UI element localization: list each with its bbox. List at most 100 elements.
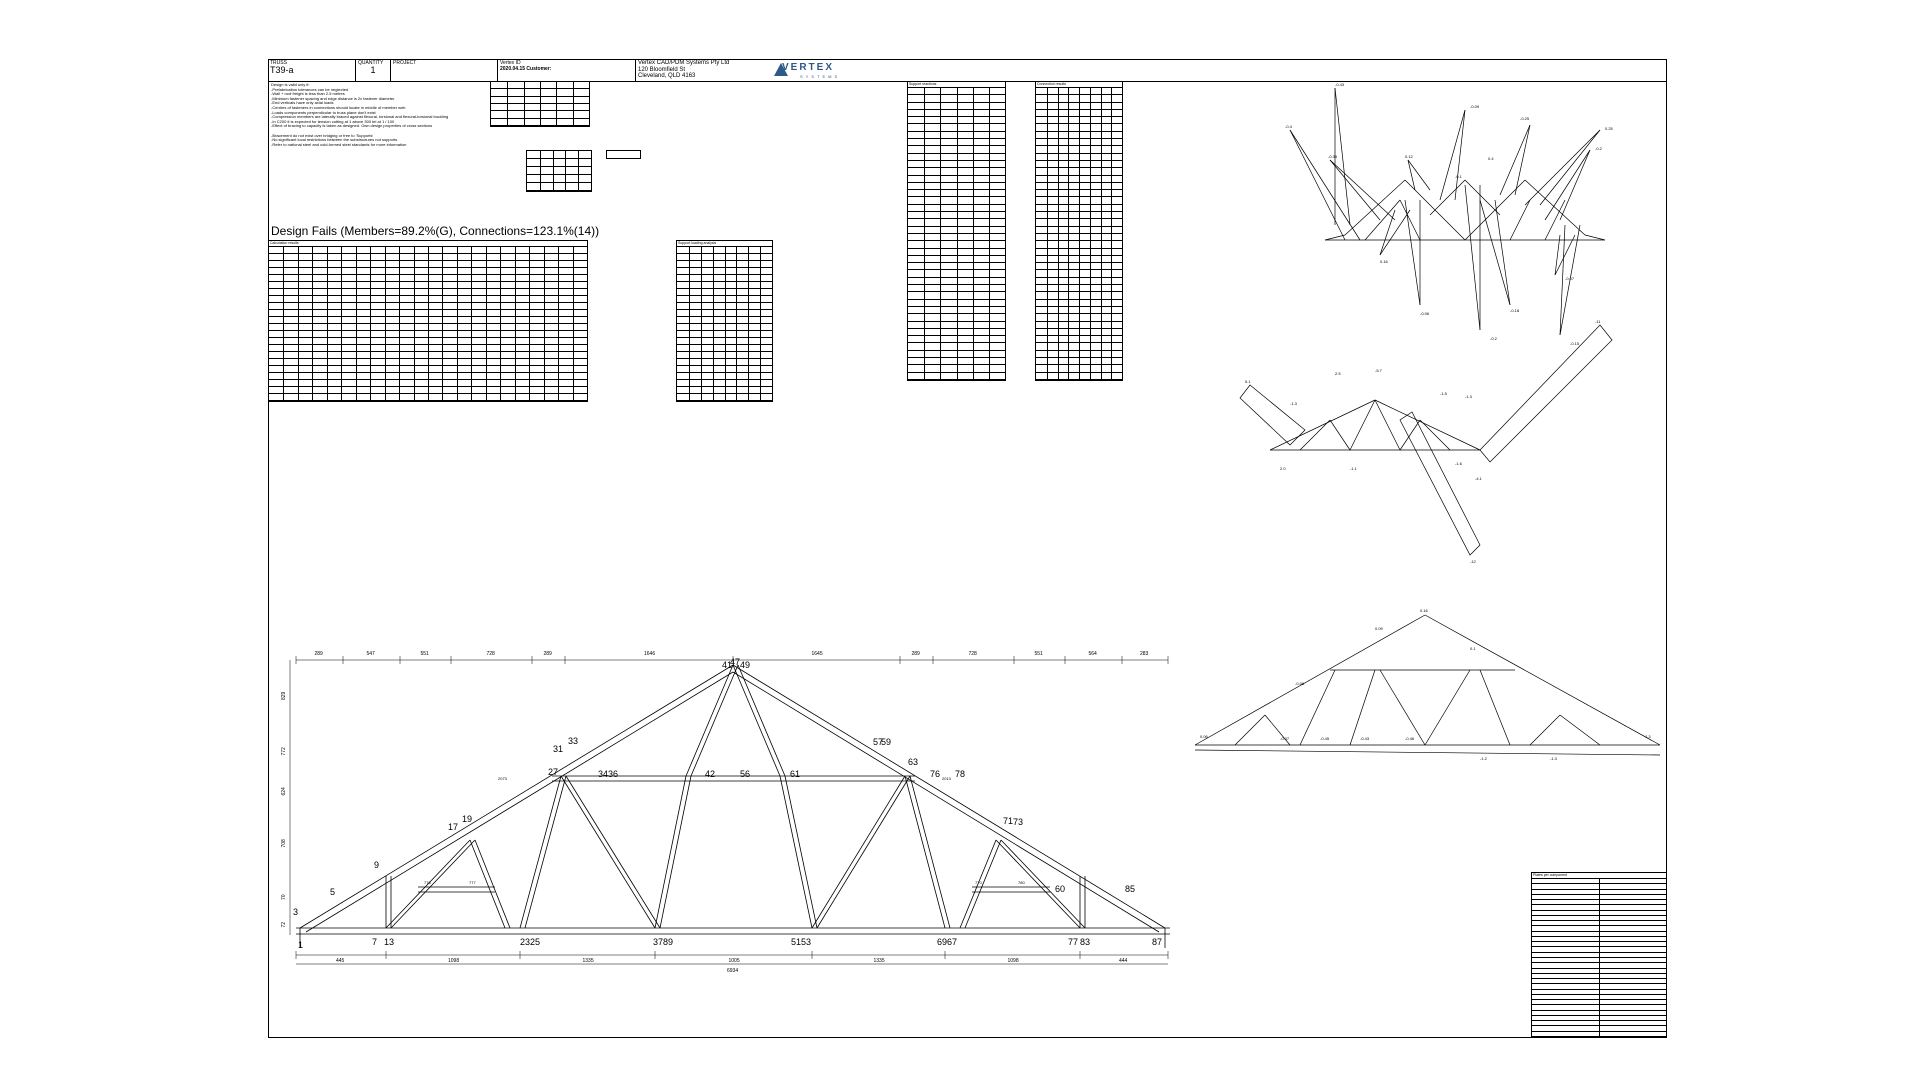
plates-table-title: Plates per component: [1532, 873, 1666, 879]
moment-label: -1.5: [1440, 391, 1448, 396]
company-street: 120 Bloomfield St: [638, 66, 686, 73]
support-reactions-table: Support loading analysis: [676, 240, 773, 402]
table-column-rule: [700, 247, 702, 401]
member-label: 2073: [498, 776, 508, 781]
web-member-inner: [390, 839, 476, 929]
joint-label: 78: [955, 769, 965, 779]
deflection-label: 0.1: [1470, 646, 1476, 651]
top-dimension-text: 728: [969, 651, 978, 657]
top-dimension-text: 1646: [644, 651, 655, 657]
top-chord-left: [299, 664, 734, 929]
deflection-label: -1.2: [1480, 756, 1488, 761]
table-column-rule: [500, 247, 502, 401]
deflection-label: -0.46: [1405, 736, 1415, 741]
table-column-rule: [1079, 88, 1080, 380]
company-cell: Vertex CAD/PDM Systems Pty Ltd 120 Bloom…: [636, 59, 751, 81]
force-spike: [1554, 234, 1561, 276]
connection-table-title: Connection results: [1036, 82, 1122, 88]
force-web: [1509, 199, 1531, 241]
table-column-rule: [540, 82, 541, 126]
company-city: Cleveland, QLD 4163: [638, 73, 696, 79]
left-dimension-text: 72: [281, 922, 287, 928]
moment-label: 2.5: [1335, 371, 1341, 376]
joint-label: 19: [462, 814, 472, 824]
web-member-inner: [784, 775, 818, 929]
deflection-label: -1.3: [1550, 756, 1558, 761]
deflect-web: [1424, 669, 1471, 746]
table-column-rule: [578, 151, 580, 191]
moment-top-right: [1374, 399, 1481, 451]
force-spike: [1464, 184, 1481, 331]
joint-label: 41: [722, 660, 732, 670]
force-spike-return: [1454, 109, 1466, 201]
moment-web: [1419, 419, 1451, 451]
table-column-rule: [565, 151, 567, 191]
force-label: -0.25: [1520, 116, 1530, 121]
truss-cell: TRUSS T39-a: [268, 59, 356, 81]
table-column-rule: [399, 247, 401, 401]
force-chord: [1344, 179, 1406, 236]
table-column-rule: [529, 247, 531, 401]
deflect-web: [1529, 714, 1561, 746]
force-label: -0.2: [1595, 146, 1603, 151]
joint-label: 33: [568, 736, 578, 746]
deflect-web: [1349, 669, 1376, 746]
moment-top-left: [1269, 399, 1376, 451]
deflection-label: 1.3: [1645, 734, 1651, 739]
deflection-label: 0.09: [1375, 626, 1384, 631]
table-column-rule: [572, 247, 574, 401]
web-member-inner: [524, 775, 567, 929]
joint-label: 87: [1152, 937, 1162, 947]
force-spike-return: [1407, 159, 1431, 191]
left-dimension-text: 70: [281, 894, 287, 900]
force-spike: [1289, 129, 1346, 241]
web-member: [560, 775, 656, 929]
left-dimension-text: 772: [281, 747, 287, 756]
joint-label: 60: [1055, 884, 1065, 894]
web-member: [654, 775, 687, 929]
top-dimension-text: 551: [1035, 651, 1044, 657]
table-column-rule: [688, 247, 690, 401]
member-results-title: Calculation results: [269, 241, 587, 247]
deflection-label: 0.16: [1420, 608, 1429, 613]
web-member: [469, 839, 506, 929]
bottom-dimension-text: 1098: [448, 958, 459, 964]
table-column-rule: [384, 247, 386, 401]
table-column-rule: [556, 82, 558, 126]
table-column-rule: [370, 247, 372, 401]
table-column-rule: [341, 247, 343, 401]
top-dimension-text: 289: [912, 651, 921, 657]
table-column-rule: [988, 88, 990, 380]
joint-label: 57: [873, 737, 883, 747]
joint-label: 1: [298, 940, 303, 950]
force-chord: [1324, 234, 1346, 241]
table-column-rule: [283, 247, 285, 401]
table-column-rule: [312, 247, 314, 401]
table-column-rule: [736, 247, 738, 401]
member-mass-table: [526, 150, 592, 192]
force-spike: [1329, 159, 1381, 221]
table-row: [527, 175, 591, 183]
moment-label: -1.6: [1455, 461, 1463, 466]
table-column-rule: [297, 247, 299, 401]
joint-label: 5: [330, 887, 335, 897]
joint-label: 49: [740, 660, 750, 670]
joint-label: 47: [730, 657, 740, 667]
force-label: 0.16: [1380, 259, 1389, 264]
table-row: [527, 167, 591, 175]
joint-label: 3789: [653, 937, 673, 947]
top-dimension-text: 283: [1140, 651, 1149, 657]
table-column-rule: [539, 151, 541, 191]
deflection-label: -0.06: [1295, 681, 1305, 686]
table-column-rule: [523, 82, 525, 126]
member-results-table: Calculation results: [268, 240, 588, 402]
force-label: -0.1: [1455, 174, 1463, 179]
force-spike-return: [1494, 199, 1511, 306]
force-spike: [1439, 109, 1466, 201]
moment-envelope-left: [1239, 384, 1306, 446]
bottom-dimension-text: 444: [1119, 958, 1128, 964]
force-spike: [1499, 124, 1531, 196]
deflect-web: [1234, 714, 1266, 746]
table-column-rule: [471, 247, 473, 401]
